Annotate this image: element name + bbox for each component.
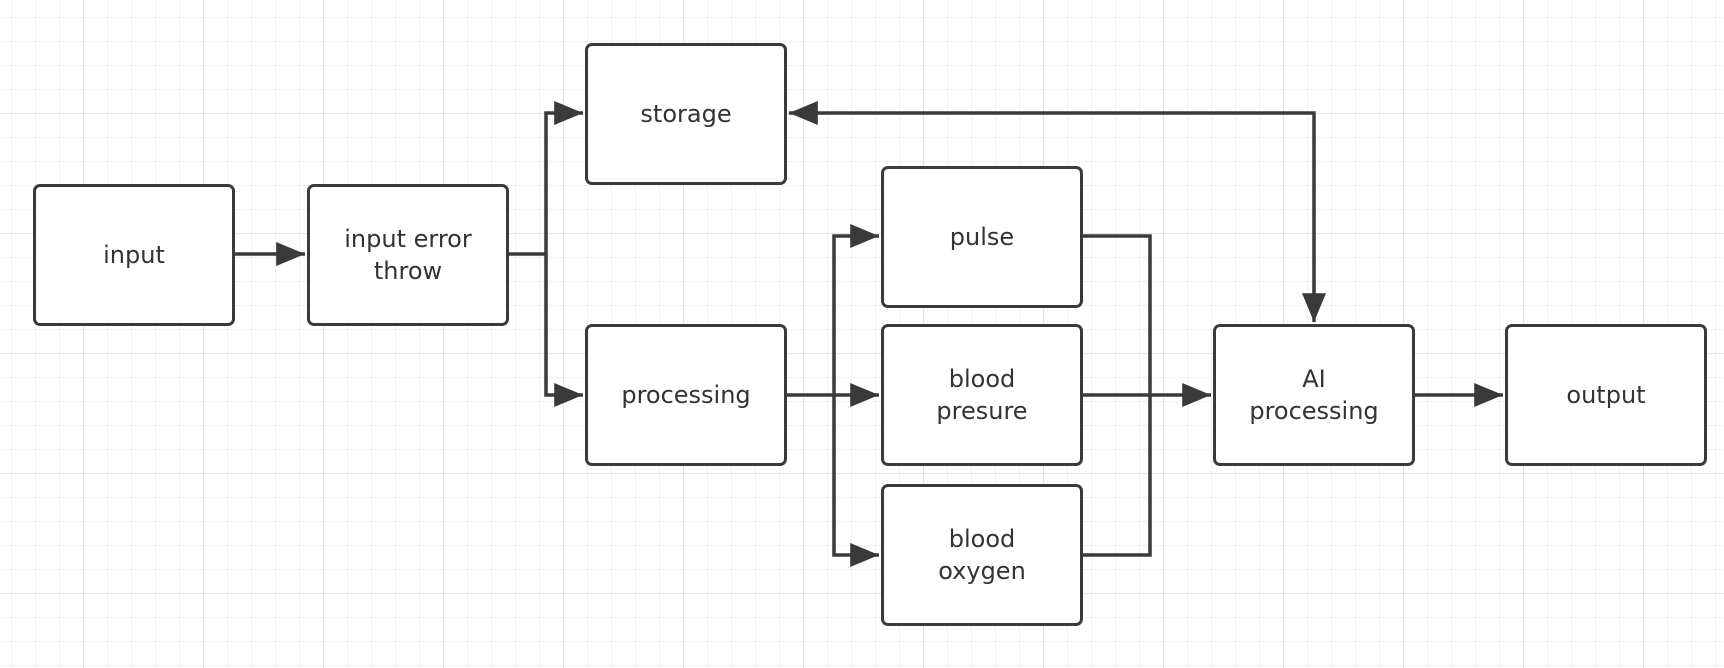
edge-processing-to-blood-oxygen bbox=[832, 395, 879, 567]
edge-processing-to-pulse bbox=[832, 224, 879, 395]
node-storage[interactable]: storage bbox=[585, 43, 787, 185]
node-processing[interactable]: processing bbox=[585, 324, 787, 466]
node-pulse[interactable]: pulse bbox=[881, 166, 1083, 308]
node-input[interactable]: input bbox=[33, 184, 235, 326]
node-blood-pressure[interactable]: blood presure bbox=[881, 324, 1083, 466]
node-output[interactable]: output bbox=[1505, 324, 1707, 466]
node-blood-oxygen[interactable]: blood oxygen bbox=[881, 484, 1083, 626]
node-ai-processing[interactable]: AI processing bbox=[1213, 324, 1415, 466]
edge-ai-storage-bidirectional bbox=[789, 101, 1326, 323]
node-input-error-throw[interactable]: input error throw bbox=[307, 184, 509, 326]
edge-input-error-to-storage bbox=[544, 101, 583, 254]
edge-input-error-to-processing bbox=[544, 254, 583, 407]
